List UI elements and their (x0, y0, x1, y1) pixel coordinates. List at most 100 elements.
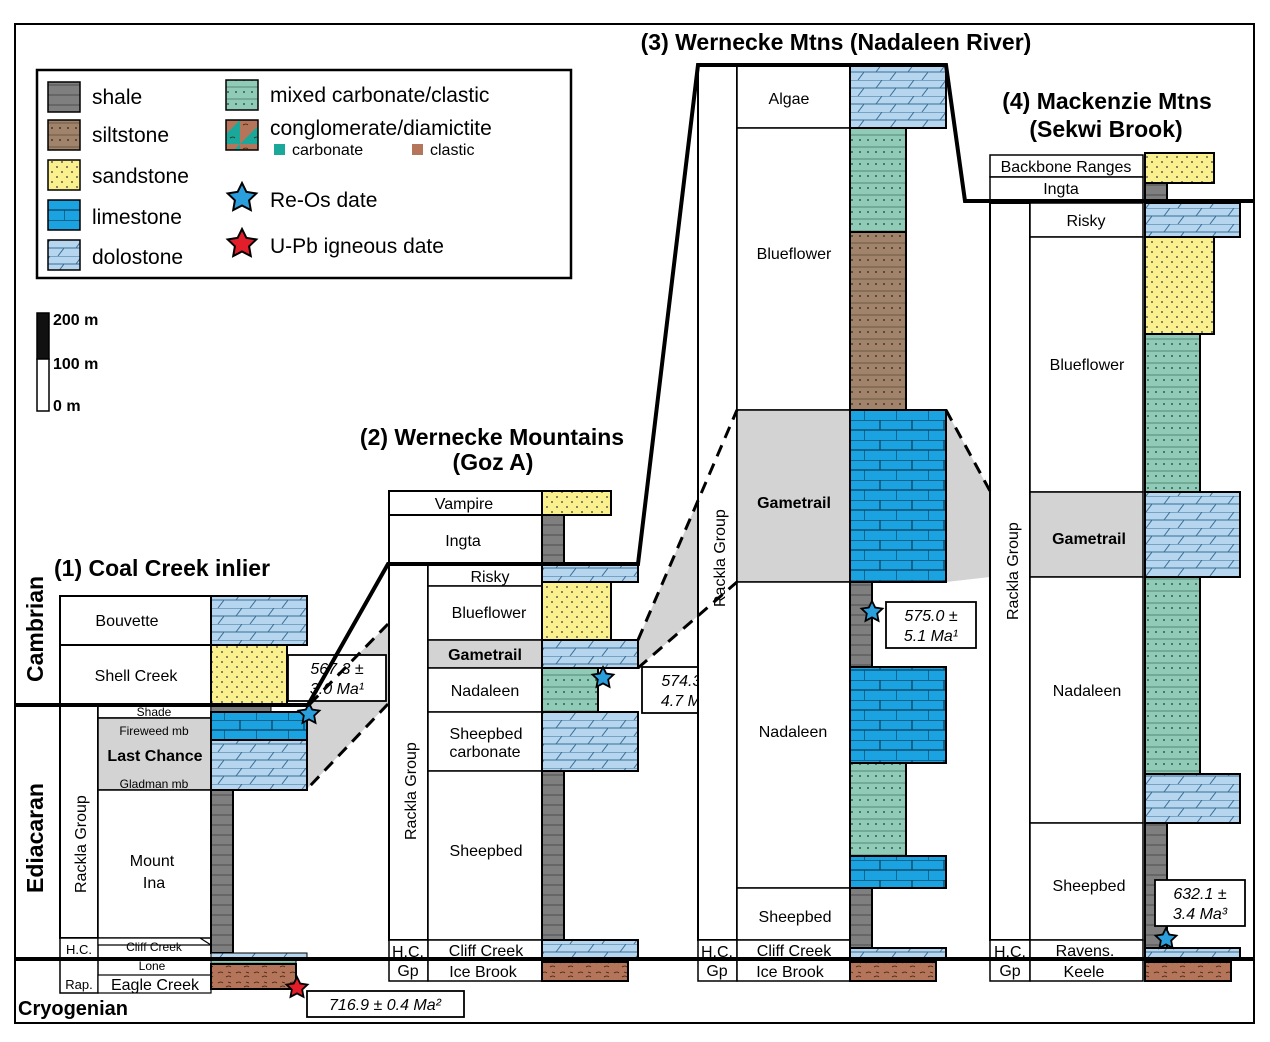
legend-label-conglomerate: conglomerate/diamictite (270, 117, 492, 140)
correlation-lines (15, 63, 1254, 961)
date-star-reos-2 (590, 664, 616, 689)
litho-gametrail-dolostone-2 (541, 639, 639, 669)
litho-fireweed-limestone (210, 711, 308, 741)
date-label-4a: 632.1 ± (1173, 886, 1226, 903)
unit-box-blueflower-3 (736, 127, 851, 411)
unit-box-sheepbed-3 (736, 887, 851, 941)
section-1-title: (1) Coal Creek inlier (54, 555, 270, 581)
date-box-1 (287, 654, 387, 702)
unit-label-cliff-creek-2: Cliff Creek (449, 943, 524, 960)
era-label-cambrian: Cambrian (22, 576, 48, 682)
section-2-goz-a: (2) Wernecke Mountains (Goz A) Vampire I… (360, 410, 737, 982)
unit-label-gametrail-3: Gametrail (757, 495, 831, 512)
unit-label-risky-2: Risky (470, 569, 509, 586)
group-label-rackla-4: Rackla Group (1005, 522, 1022, 620)
legend-swatch-shale (47, 81, 81, 113)
litho-ingta-shale-2 (541, 514, 565, 565)
unit-label-blueflower-4: Blueflower (1050, 357, 1125, 374)
section-2-title-b: (Goz A) (453, 449, 534, 475)
litho-sheepbed-shale-3 (849, 887, 873, 949)
litho-blueflower-siltstone-3 (849, 231, 907, 411)
litho-eagle-creek-diamictite (210, 963, 297, 990)
legend-label-shale: shale (92, 86, 142, 109)
litho-cliff-creek-dolostone-2 (541, 939, 639, 960)
section-3-title: (3) Wernecke Mtns (Nadaleen River) (641, 29, 1032, 55)
legend-label-sandstone: sandstone (92, 165, 189, 188)
unit-label-sheepbed-4: Sheepbed (1053, 878, 1126, 895)
unit-label-blueflower-2: Blueflower (452, 605, 527, 622)
litho-nadaleen-mixed-3 (849, 762, 907, 857)
litho-vampire-sandstone (541, 490, 612, 516)
figure-frame (14, 23, 1255, 1024)
section-2-title-a: (2) Wernecke Mountains (360, 424, 624, 450)
unit-label-vampire: Vampire (435, 496, 493, 513)
unit-label-gametrail-2: Gametrail (448, 647, 522, 664)
date-label-1b: 3.0 Ma¹ (310, 681, 364, 698)
legend-label-upb: U-Pb igneous date (270, 235, 444, 258)
legend-label-dolostone: dolostone (92, 246, 183, 269)
date-label-upb: 716.9 ± 0.4 Ma² (329, 997, 442, 1014)
unit-box-gametrail-3 (736, 409, 851, 583)
litho-gladman-dolostone (210, 739, 308, 791)
section-4-title-a: (4) Mackenzie Mtns (1002, 88, 1212, 114)
tie-line-3a (944, 409, 992, 492)
section-4-sekwi-brook: (4) Mackenzie Mtns (Sekwi Brook) Backbon… (989, 88, 1246, 982)
group-label-hc-3b: Gp (706, 963, 727, 980)
unit-box-nadaleen-2 (427, 667, 543, 713)
unit-label-ice-brook-3: Ice Brook (756, 964, 825, 981)
legend: shale siltstone sandstone limestone dolo… (35, 68, 573, 280)
unit-label-ingta-2: Ingta (445, 533, 481, 550)
legend-label-mixed: mixed carbonate/clastic (270, 84, 489, 107)
date-star-upb-1 (284, 974, 310, 999)
unit-box-bouvette (59, 595, 212, 646)
litho-risky-dolostone-4 (1144, 202, 1241, 238)
group-label-hc-4a: H.C. (994, 944, 1026, 961)
litho-bouvette-dolostone (210, 595, 308, 646)
scale-label-100: 100 m (53, 356, 98, 373)
litho-mount-ina-shale (210, 789, 234, 954)
date-star-reos-4 (1153, 925, 1179, 950)
unit-label-keele: Keele (1064, 964, 1105, 981)
litho-blueflower-mixed-3 (849, 127, 907, 233)
date-label-3a: 575.0 ± (904, 608, 957, 625)
unit-label-nadaleen-2: Nadaleen (451, 683, 520, 700)
legend-swatch-conglomerate (225, 119, 259, 151)
unit-label-blueflower-3: Blueflower (757, 246, 832, 263)
litho-nadaleen-limestone-3b (849, 855, 947, 889)
unit-box-last-chance (97, 717, 212, 791)
legend-swatch-sandstone (47, 159, 81, 191)
litho-keele-diamictite (1144, 961, 1232, 982)
litho-nadaleen-dolostone-4 (1144, 773, 1241, 824)
unit-box-nadaleen-4 (1029, 576, 1144, 824)
group-label-hc-3a: H.C. (701, 944, 733, 961)
legend-label-clastic: clastic (430, 142, 474, 159)
unit-box-blueflower-4 (1029, 236, 1144, 493)
legend-label-reos: Re-Os date (270, 189, 377, 212)
date-box-4 (1154, 879, 1246, 927)
litho-blueflower-sandstone-4 (1144, 236, 1215, 335)
legend-label-limestone: limestone (92, 206, 182, 229)
date-star-reos-1 (296, 700, 322, 725)
litho-nadaleen-mixed-4 (1144, 576, 1201, 775)
group-column-rackla-3 (697, 64, 738, 941)
unit-label-ice-brook-2: Ice Brook (449, 964, 518, 981)
legend-swatch-clastic (412, 144, 423, 155)
unit-label-cliff-creek-1: Cliff Creek (126, 940, 183, 954)
litho-sheepbed-carb-dolostone (541, 711, 639, 772)
unit-label-fireweed: Fireweed mb (119, 724, 189, 738)
group-label-rap-1: Rap. (65, 977, 92, 992)
litho-risky-dolostone-2 (541, 563, 639, 583)
unit-box-sheepbed-4 (1029, 822, 1144, 941)
legend-swatch-mixed (225, 79, 259, 111)
unit-box-risky-4 (1029, 202, 1144, 238)
unit-label-last-chance: Last Chance (107, 748, 202, 765)
litho-sheepbed-shale-2 (541, 770, 565, 941)
cambrian-base-line (15, 63, 1254, 707)
correlation-band-3-4 (946, 410, 990, 582)
unit-label-mount: Mount (130, 853, 175, 870)
section-4-title-b: (Sekwi Brook) (1029, 116, 1182, 142)
unit-label-lone: Lone (139, 959, 166, 973)
date-box-3 (885, 601, 977, 649)
unit-box-sheepbed-carbonate (427, 711, 543, 772)
unit-box-mount-ina (97, 789, 212, 939)
